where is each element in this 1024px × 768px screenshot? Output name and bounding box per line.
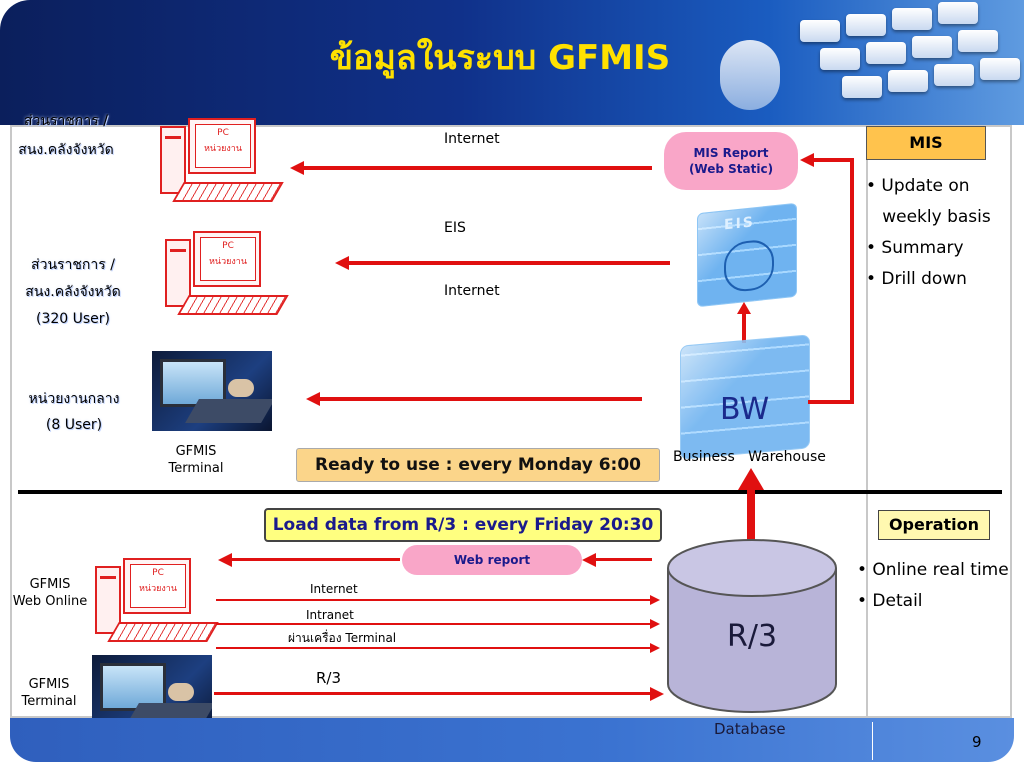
bottom-terminal-line1: GFMIS [28,677,70,692]
bw-label: BW [720,392,770,427]
gfmis-terminal-label: GFMIS Terminal [160,443,232,477]
org-eis-line2: สนง.คลังจังหวัด [25,284,121,300]
mis-report-line1: MIS Report [693,146,769,160]
keyboard-key [938,2,978,24]
keyboard-key [912,36,952,58]
ready-banner: Ready to use : every Monday 6:00 [296,448,660,482]
keyboard-key [888,70,928,92]
central-users: (8 User) [45,417,103,433]
operation-bullets: • Online real time • Detail [857,555,1009,617]
title-banner [0,0,1024,125]
connector-top [812,158,854,162]
org-eis-line1: ส่วนราชการ / [31,257,115,273]
pc-unit-label: หน่วยงาน [138,584,177,594]
pc-icon: PC หน่วยงาน [95,558,220,648]
load-banner: Load data from R/3 : every Friday 20:30 [264,508,662,542]
operation-bullet: • Detail [857,591,923,611]
pc-icon: PC หน่วยงาน [165,231,290,321]
arrow-head-left-icon [800,153,814,167]
intranet-channel-label: Intranet [306,608,354,622]
web-online-label: GFMIS Web Online [12,576,88,610]
terminal-line1: GFMIS [175,444,217,459]
pc-label: PC [222,241,234,251]
terminal-channel-label: ผ่านเครื่อง Terminal [288,631,397,645]
footer-separator [872,722,873,760]
eis-cube-label: EIS [724,214,755,234]
page-number: 9 [972,733,982,751]
pc-unit-label: หน่วยงาน [208,257,247,267]
keyboard-key [820,48,860,70]
keyboard-key [958,30,998,52]
keyboard-key [846,14,886,36]
mis-bullets: • Update on weekly basis • Summary • Dri… [866,171,991,295]
web-report-badge: Web report [402,545,582,575]
mis-report-badge: MIS Report (Web Static) [664,132,798,190]
central-line1: หน่วยงานกลาง [28,391,120,407]
channel-label: Internet [444,131,500,147]
eis-internet-label: Internet [444,283,500,299]
org-eis-users: (320 User) [35,311,110,327]
terminal-line2: Terminal [168,461,224,476]
r3-channel-label: R/3 [316,669,342,687]
operation-bullet: • Online real time [857,560,1009,580]
mis-bullet: • Summary [866,238,964,258]
central-agency-label: หน่วยงานกลาง (8 User) [22,386,126,438]
arrow-bw-to-eis [742,307,746,343]
arrow-head-up-icon [738,468,764,490]
org-eis-label: ส่วนราชการ / สนง.คลังจังหวัด (320 User) [14,252,132,333]
keyboard-key [800,20,840,42]
footer-bar [10,718,1014,762]
operation-panel-title: Operation [878,510,990,540]
arrow-head-up-icon [737,302,751,314]
keyboard-key [842,76,882,98]
r3-database-icon [667,539,837,713]
web-online-line1: GFMIS [29,577,71,592]
mouse-icon [720,40,780,110]
pc-label: PC [217,128,229,138]
bw-caption: Business Warehouse [673,449,826,465]
section-divider [18,490,1002,494]
mis-bullet: • Update on [866,176,970,196]
mis-bullet: • Drill down [866,269,967,289]
eis-channel-label: EIS [444,220,466,236]
page-title: ข้อมูลในระบบ GFMIS [329,38,671,78]
keyboard-key [934,64,974,86]
database-caption-overlay: Database [714,720,786,738]
keyboard-key [866,42,906,64]
org-label-partial: ส่วนราชการ / [24,113,108,127]
pc-icon: PC หน่วยงาน [160,118,285,208]
connector-bw-right [808,400,852,404]
pc-label: PC [152,568,164,578]
content-frame [10,125,1012,718]
column-separator [866,125,868,718]
mis-report-line2: (Web Static) [688,162,774,176]
arrow-r3-to-bw [747,486,755,544]
terminal-photo [152,351,272,431]
bottom-terminal-label: GFMIS Terminal [14,676,84,710]
internet-channel-label: Internet [310,582,358,596]
mis-panel-title: MIS [866,126,986,160]
pc-unit-label: หน่วยงาน [203,144,242,154]
keyboard-key [892,8,932,30]
mis-bullet: weekly basis [866,207,991,227]
web-online-line2: Web Online [12,594,88,609]
r3-label: R/3 [727,619,778,654]
eis-cube-icon: EIS [697,202,797,308]
org-label: สนง.คลังจังหวัด [18,142,114,158]
connector-vertical [850,160,854,404]
keyboard-key [980,58,1020,80]
bottom-terminal-line2: Terminal [21,694,77,709]
